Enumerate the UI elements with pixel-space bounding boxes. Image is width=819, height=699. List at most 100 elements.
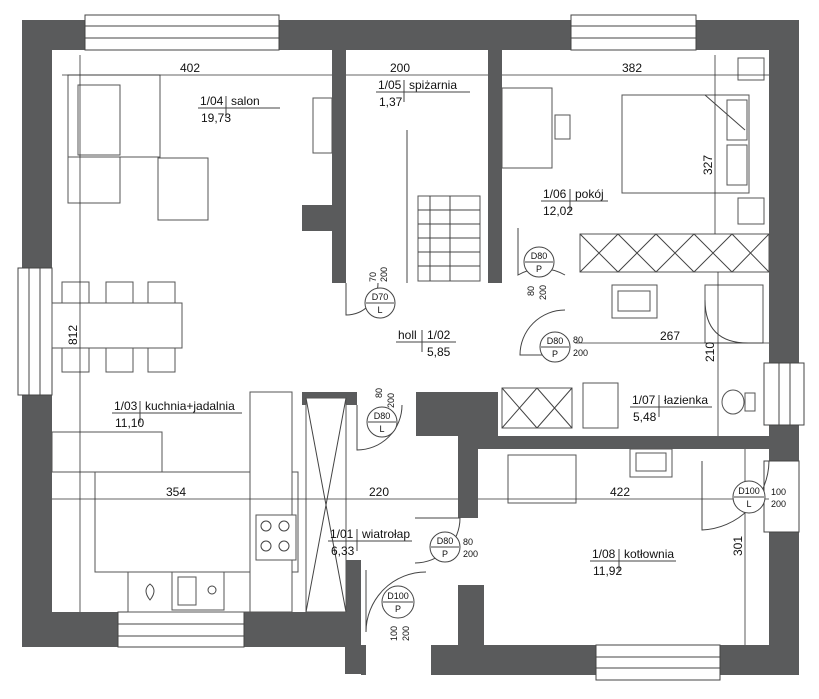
- room-name: spiżarnia: [409, 78, 457, 92]
- room-name: pokój: [575, 187, 604, 201]
- door-code: D80: [374, 411, 391, 421]
- door-code: D80: [437, 536, 454, 546]
- svg-text:1,37: 1,37: [379, 95, 403, 109]
- door-label-d70: D70 L 70 200: [364, 267, 396, 319]
- door-label-d100-kotlownia: D100 L 100 200: [732, 480, 786, 514]
- svg-text:spiżarnia: spiżarnia: [409, 78, 457, 92]
- room-label-pokoj: 1/06 pokój 12,02: [541, 187, 608, 218]
- door-height: 200: [538, 285, 548, 300]
- fridge-icon: [145, 583, 155, 601]
- boiler-icon: [507, 454, 577, 504]
- door-side: P: [442, 549, 448, 559]
- cabinet-icon: [501, 387, 573, 429]
- door-height: 200: [379, 267, 389, 282]
- dim-label: 354: [166, 485, 186, 499]
- desk-icon: [501, 87, 571, 169]
- svg-text:5,48: 5,48: [633, 410, 657, 424]
- coffee-table-icon: [157, 157, 209, 221]
- dim-label: 422: [610, 485, 630, 499]
- dim-label: 402: [180, 61, 200, 75]
- room-area: 12,02: [543, 204, 573, 218]
- door-code: D100: [738, 486, 760, 496]
- dimension-labels: 402 200 382 327 812 267 210 354 220 422 …: [66, 61, 745, 556]
- room-area: 5,48: [633, 410, 657, 424]
- door-side: L: [377, 305, 382, 315]
- dim-label: 327: [701, 155, 715, 175]
- door-width: 100: [771, 487, 786, 497]
- svg-text:wiatrołap: wiatrołap: [361, 527, 410, 541]
- room-number: 1/08: [592, 547, 616, 561]
- washing-machine-icon: [582, 382, 619, 429]
- utility-sink-icon: [629, 448, 673, 478]
- dim-label: 267: [660, 329, 680, 343]
- dim-label: 210: [703, 342, 717, 362]
- room-label-kuchnia: 1/03 kuchnia+jadalnia 11,10: [112, 399, 242, 430]
- nightstand-icon: [737, 197, 765, 225]
- door-code: D80: [531, 251, 548, 261]
- svg-text:pokój: pokój: [575, 187, 604, 201]
- bathroom-sink-icon: [611, 284, 658, 319]
- door-height: 200: [771, 499, 786, 509]
- svg-text:19,73: 19,73: [201, 111, 231, 125]
- tv-cabinet-icon: [312, 97, 333, 154]
- door-code: D80: [547, 336, 564, 346]
- door-side: P: [552, 349, 558, 359]
- svg-text:1/06: 1/06: [543, 187, 567, 201]
- walls: [22, 20, 799, 675]
- room-name: łazienka: [664, 393, 708, 407]
- svg-text:kuchnia+jadalnia: kuchnia+jadalnia: [145, 399, 235, 413]
- door-width: 70: [368, 272, 378, 282]
- svg-text:łazienka: łazienka: [664, 393, 708, 407]
- dim-label: 220: [369, 485, 389, 499]
- dining-table-icon: [51, 281, 183, 373]
- svg-text:11,10: 11,10: [115, 416, 144, 430]
- room-label-kotlownia: 1/08 kotłownia 11,92: [590, 547, 676, 578]
- room-name: salon: [231, 94, 260, 108]
- room-number: 1/03: [114, 399, 138, 413]
- svg-text:1/08: 1/08: [592, 547, 616, 561]
- room-number: 1/05: [378, 78, 402, 92]
- door-height: 200: [401, 626, 411, 641]
- door-label-d80-kotlownia: D80 P 80 200: [429, 531, 478, 563]
- door-width: 80: [526, 286, 536, 296]
- room-area: 1,37: [379, 95, 403, 109]
- room-label-holl: holl 1/02 5,85: [396, 328, 456, 359]
- door-code: D100: [387, 591, 409, 601]
- stairs-icon: [406, 130, 481, 283]
- svg-text:salon: salon: [231, 94, 260, 108]
- windows: [17, 14, 805, 681]
- door-height: 200: [573, 348, 588, 358]
- door-side: P: [395, 604, 401, 614]
- door-width: 100: [389, 626, 399, 641]
- room-area: 19,73: [201, 111, 231, 125]
- svg-text:12,02: 12,02: [543, 204, 573, 218]
- door-label-d80-wiatrolap: D80 L 80 200: [366, 388, 398, 438]
- door-width: 80: [374, 388, 384, 398]
- wardrobe-icon: [579, 233, 770, 273]
- room-number: 1/06: [543, 187, 567, 201]
- dimension-lines: [52, 55, 769, 645]
- room-name: wiatrołap: [361, 527, 410, 541]
- dim-label: 812: [66, 325, 80, 345]
- wardrobe-icon: [305, 397, 347, 613]
- door-label-d100-entry: D100 P 100 200: [381, 585, 415, 641]
- dim-label: 382: [622, 61, 642, 75]
- door-label-d80-pokoj: D80 P 80 200: [523, 246, 555, 300]
- svg-text:holl: holl: [398, 328, 417, 342]
- room-name: kotłownia: [624, 547, 674, 561]
- svg-text:1/02: 1/02: [427, 328, 451, 342]
- furniture: [51, 57, 770, 613]
- door-height: 200: [463, 549, 478, 559]
- svg-text:kotłownia: kotłownia: [624, 547, 674, 561]
- room-number: 1/02: [427, 328, 451, 342]
- svg-text:1/01: 1/01: [330, 527, 354, 541]
- door-side: L: [379, 424, 384, 434]
- stove-icon: [255, 514, 297, 561]
- room-name: holl: [398, 328, 417, 342]
- door-height: 200: [386, 393, 396, 408]
- room-area: 11,92: [593, 564, 622, 578]
- shower-icon: [704, 284, 764, 344]
- room-label-wiatrolap: 1/01 wiatrołap 6,33: [328, 527, 412, 558]
- room-area: 5,85: [427, 345, 451, 359]
